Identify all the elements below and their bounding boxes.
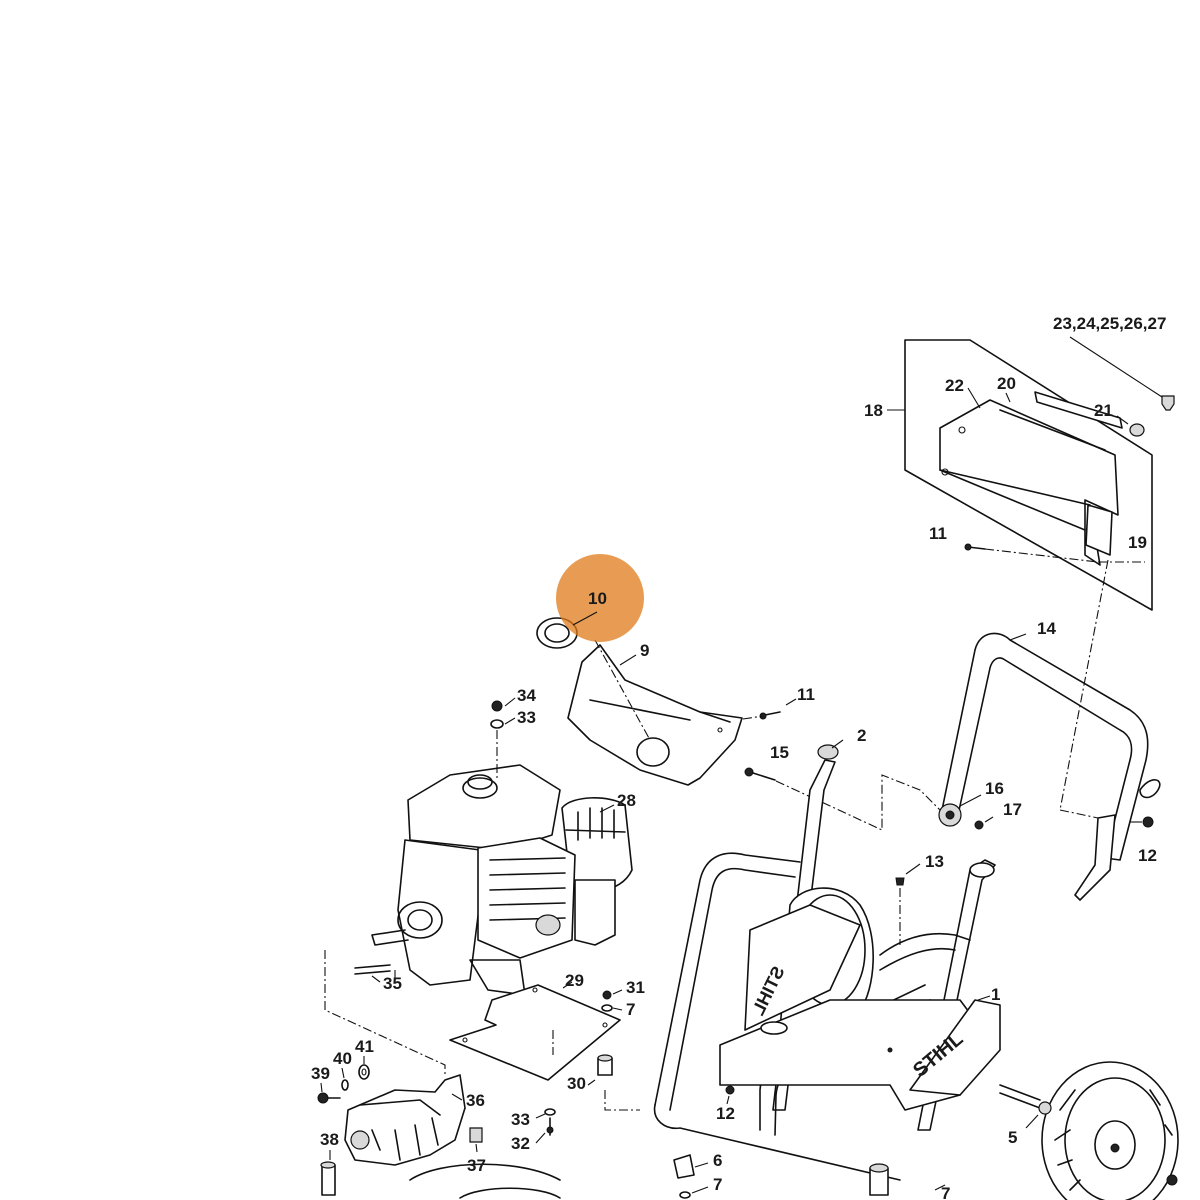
label-part-18: 18	[864, 401, 883, 420]
label-part-11-top: 11	[929, 524, 947, 543]
pump-group	[317, 1064, 561, 1199]
leader-lines	[320, 387, 1129, 1194]
label-part-14: 14	[1037, 619, 1056, 638]
label-part-16: 16	[985, 779, 1004, 798]
label-part-21: 21	[1094, 401, 1113, 420]
label-part-17: 17	[1003, 800, 1022, 819]
label-part-38: 38	[320, 1130, 339, 1149]
label-part-7-right: 7	[941, 1184, 950, 1200]
label-part-35: 35	[383, 974, 402, 993]
part-labels: 23,24,25,26,27 22 20 21 18 11 19 10 14 9…	[311, 314, 1166, 1200]
label-part-9: 9	[640, 641, 649, 660]
label-part-6: 6	[713, 1151, 722, 1170]
label-part-29: 29	[565, 971, 584, 990]
cover-assembly-group	[887, 336, 1175, 611]
label-part-30: 30	[567, 1074, 586, 1093]
label-part-7-top: 7	[626, 1000, 635, 1019]
label-part-37: 37	[467, 1156, 486, 1175]
label-part-13: 13	[925, 852, 944, 871]
highlight-part-10[interactable]	[556, 554, 644, 642]
label-part-15: 15	[770, 743, 789, 762]
handle-group	[938, 559, 1161, 901]
label-part-40: 40	[333, 1049, 352, 1068]
wheel-group	[1025, 1061, 1179, 1200]
label-part-41: 41	[355, 1037, 374, 1056]
engine-group	[354, 697, 633, 996]
label-part-10: 10	[588, 589, 607, 608]
label-part-5: 5	[1008, 1128, 1017, 1147]
label-part-2: 2	[857, 726, 866, 745]
frame-group: STIHL STIHL	[653, 744, 1041, 1196]
label-part-12-left: 12	[716, 1104, 735, 1123]
label-part-31: 31	[626, 978, 645, 997]
label-part-11-mid: 11	[797, 685, 815, 704]
label-part-33-bottom: 33	[511, 1110, 530, 1129]
label-part-33-top: 33	[517, 708, 536, 727]
label-part-22: 22	[945, 376, 964, 395]
label-part-36: 36	[466, 1091, 485, 1110]
base-plate-group	[324, 950, 640, 1136]
label-part-34: 34	[517, 686, 536, 705]
label-part-28: 28	[617, 791, 636, 810]
label-part-7-bottom: 7	[713, 1175, 722, 1194]
bolt-15-group	[744, 767, 941, 831]
label-part-1: 1	[991, 985, 1000, 1004]
label-part-20: 20	[997, 374, 1016, 393]
shield-group	[536, 617, 797, 786]
label-part-39: 39	[311, 1064, 330, 1083]
label-part-12-right: 12	[1138, 846, 1157, 865]
label-part-19: 19	[1128, 533, 1147, 552]
label-part-23-27: 23,24,25,26,27	[1053, 314, 1166, 333]
label-part-32: 32	[511, 1134, 530, 1153]
